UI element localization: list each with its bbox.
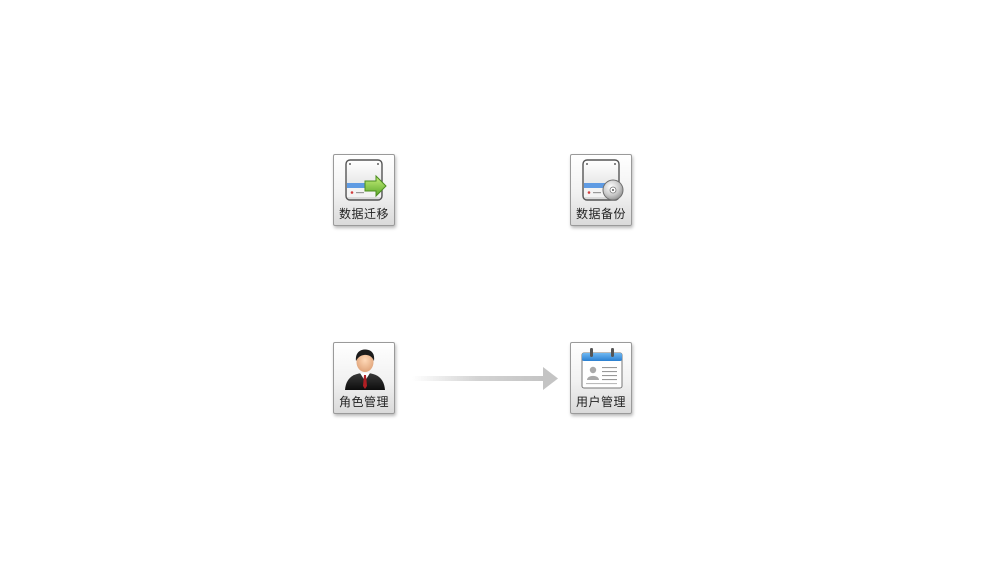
server-disc-icon: [580, 158, 624, 202]
data-migration-button[interactable]: 数据迁移: [333, 154, 395, 226]
user-management-button[interactable]: 用户管理: [570, 342, 632, 414]
data-backup-button[interactable]: 数据备份: [570, 154, 632, 226]
data-migration-label: 数据迁移: [338, 207, 389, 221]
flow-arrow: [412, 365, 562, 393]
businessman-icon: [343, 346, 387, 390]
user-management-label: 用户管理: [575, 395, 626, 409]
server-arrow-icon: [343, 158, 387, 202]
data-backup-label: 数据备份: [575, 207, 626, 221]
contact-card-icon: [580, 346, 624, 390]
role-management-label: 角色管理: [338, 395, 389, 409]
role-management-button[interactable]: 角色管理: [333, 342, 395, 414]
